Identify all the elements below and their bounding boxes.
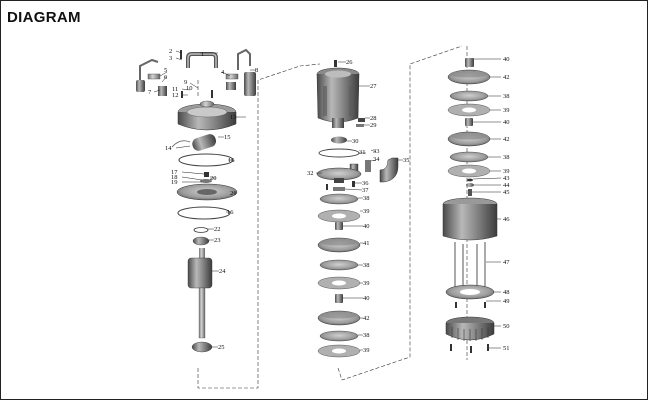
- label-16b: 16: [227, 209, 234, 216]
- label-33: 33: [373, 148, 380, 155]
- label-41: 41: [363, 240, 370, 247]
- leader-lines: [153, 50, 502, 351]
- label-38-r1: 38: [503, 93, 510, 100]
- label-47: 47: [503, 259, 510, 266]
- label-1: 1: [201, 51, 204, 58]
- label-14: 14: [165, 145, 172, 152]
- label-23: 23: [214, 237, 221, 244]
- label-38-b: 38: [363, 262, 370, 269]
- label-39-a: 39: [363, 208, 370, 215]
- label-6: 6: [164, 74, 168, 81]
- label-10: 10: [186, 85, 193, 92]
- label-3: 3: [169, 55, 172, 62]
- label-8: 8: [255, 67, 258, 74]
- label-17: 17: [171, 169, 178, 176]
- label-46: 46: [503, 216, 510, 223]
- label-20: 20: [210, 175, 217, 182]
- label-27: 27: [370, 83, 377, 90]
- label-35: 35: [403, 157, 410, 164]
- label-15: 15: [224, 134, 231, 141]
- label-38-c: 38: [363, 332, 370, 339]
- right-column-parts: [442, 58, 498, 353]
- label-42: 42: [363, 315, 370, 322]
- label-40-b: 40: [363, 295, 370, 302]
- label-24: 24: [219, 268, 226, 275]
- label-39-b: 39: [363, 280, 370, 287]
- label-42-r1: 42: [503, 74, 510, 81]
- label-50: 50: [503, 323, 510, 330]
- label-31: 31: [359, 149, 366, 156]
- label-9: 9: [184, 79, 187, 86]
- label-42-r2: 42: [503, 136, 510, 143]
- part-labels: 2 3 1 5 6 4 7 8 9 10 11 12 13 14 15 16 1…: [148, 48, 510, 354]
- label-7: 7: [148, 89, 152, 96]
- label-51: 51: [503, 345, 510, 352]
- label-25: 25: [218, 344, 225, 351]
- label-39-r1: 39: [503, 107, 510, 114]
- label-26: 26: [346, 59, 353, 66]
- label-11: 11: [172, 86, 178, 93]
- label-16a: 16: [228, 157, 235, 164]
- label-49: 49: [503, 298, 510, 305]
- label-28: 28: [370, 115, 377, 122]
- label-18: 18: [171, 174, 178, 181]
- label-5: 5: [164, 67, 167, 74]
- label-38-a: 38: [363, 195, 370, 202]
- page-title: DIAGRAM: [7, 9, 81, 26]
- label-38-r2: 38: [503, 154, 510, 161]
- label-40-r2: 40: [503, 119, 510, 126]
- label-4: 4: [221, 69, 225, 76]
- label-12: 12: [172, 92, 179, 99]
- label-39-r2: 39: [503, 168, 510, 175]
- label-34: 34: [373, 156, 380, 163]
- label-30: 30: [352, 138, 359, 145]
- left-column-parts: [136, 48, 256, 353]
- label-48: 48: [503, 289, 510, 296]
- label-29: 29: [370, 122, 377, 129]
- label-37: 37: [362, 187, 369, 194]
- label-22: 22: [214, 226, 221, 233]
- label-21: 21: [230, 190, 237, 197]
- label-45: 45: [503, 189, 510, 196]
- middle-column-parts: [316, 60, 399, 358]
- label-40-a: 40: [363, 223, 370, 230]
- label-39-c: 39: [363, 347, 370, 354]
- label-2: 2: [169, 48, 172, 55]
- label-19: 19: [171, 179, 178, 186]
- label-44: 44: [503, 182, 510, 189]
- label-36: 36: [362, 180, 369, 187]
- label-40-r1: 40: [503, 56, 510, 63]
- label-43: 43: [503, 175, 510, 182]
- label-13: 13: [230, 114, 237, 121]
- label-32: 32: [307, 170, 314, 177]
